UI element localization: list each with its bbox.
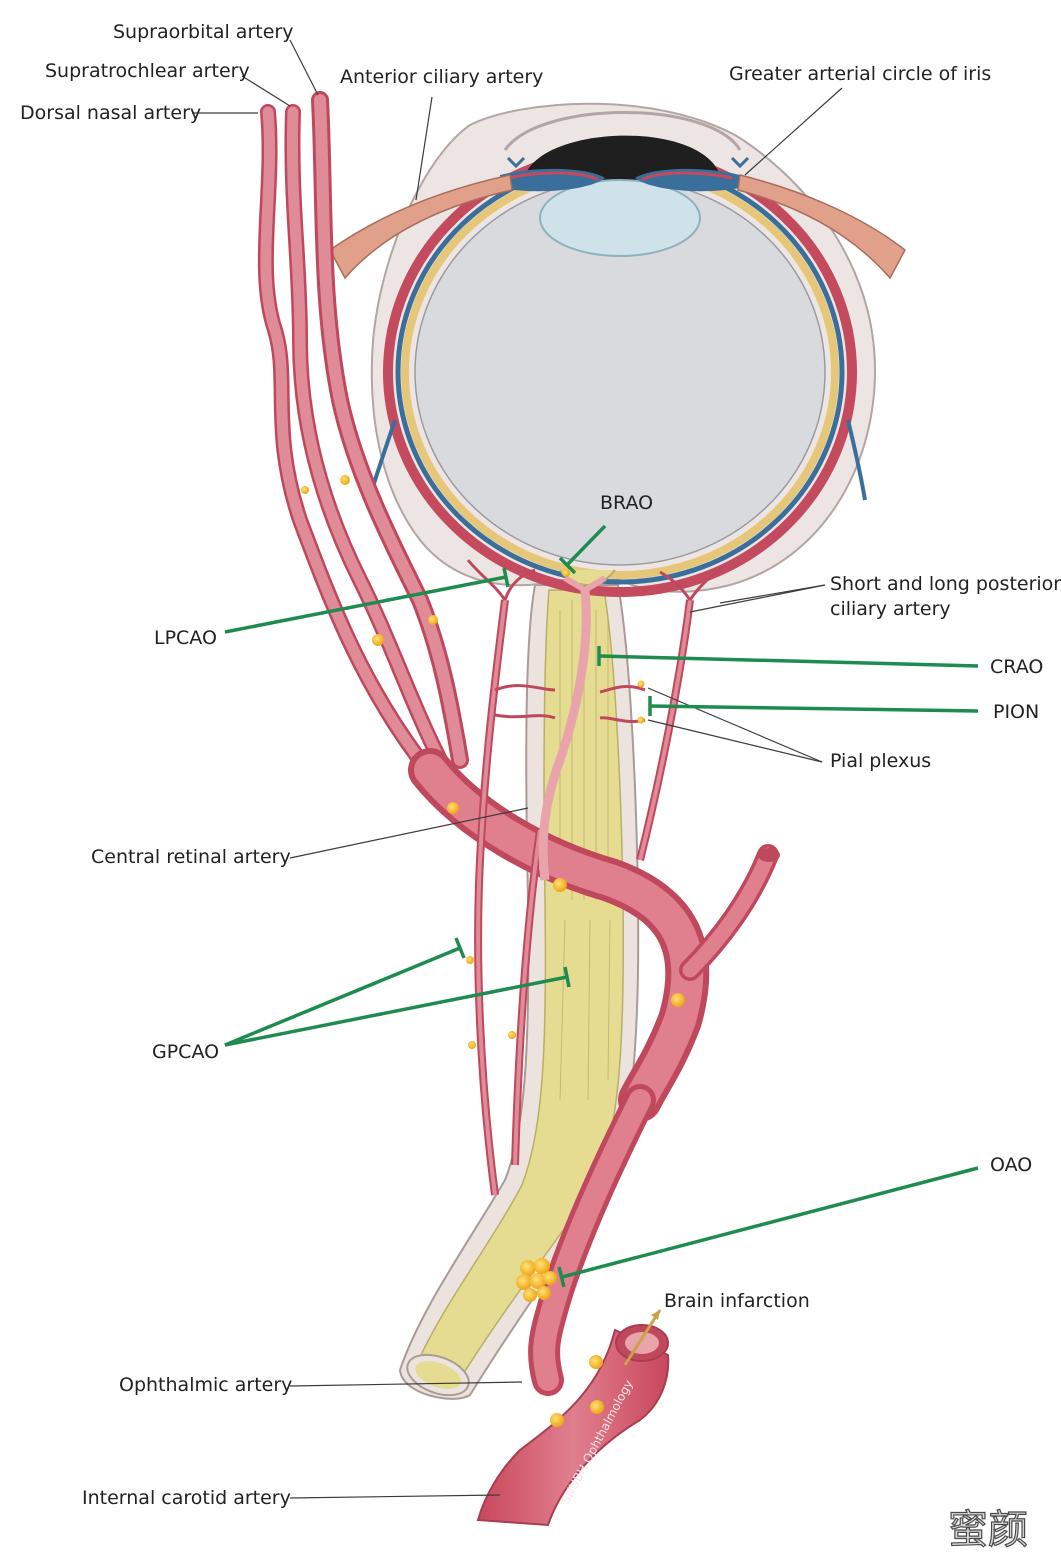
internal-carotid-artery	[476, 1324, 670, 1527]
embolus	[637, 680, 645, 688]
label-crao: CRAO	[990, 656, 1043, 678]
occlusion-lines	[224, 524, 979, 1288]
embolus	[428, 615, 438, 625]
label-posterior-ciliary-line1: Short and long posterior	[830, 573, 1061, 595]
label-internal-carotid-artery: Internal carotid artery	[82, 1487, 291, 1509]
label-posterior-ciliary-line2: ciliary artery	[830, 598, 951, 620]
label-central-retinal-artery: Central retinal artery	[91, 846, 291, 868]
emboli	[301, 475, 685, 1427]
label-pion: PION	[993, 701, 1039, 723]
embolus	[562, 569, 570, 577]
embolus	[671, 993, 685, 1007]
embolus	[589, 1355, 603, 1369]
embolus-cluster-oao	[516, 1258, 557, 1302]
arterial-circle-marker-right	[730, 156, 750, 169]
eyeball	[370, 102, 877, 597]
label-lpcao: LPCAO	[154, 627, 217, 649]
embolus	[301, 486, 309, 494]
embolus	[553, 878, 567, 892]
label-supratrochlear-artery: Supratrochlear artery	[45, 60, 250, 82]
arterial-circle-marker-left	[506, 156, 526, 169]
label-anterior-ciliary-artery: Anterior ciliary artery	[340, 66, 543, 88]
embolus	[637, 716, 645, 724]
leader-lines	[192, 39, 843, 1499]
label-greater-arterial-circle: Greater arterial circle of iris	[729, 63, 991, 85]
label-pial-plexus: Pial plexus	[830, 750, 931, 772]
embolus	[447, 802, 459, 814]
label-supraorbital-artery: Supraorbital artery	[113, 21, 293, 43]
embolus	[590, 1400, 604, 1414]
embolus	[466, 956, 474, 964]
embolus	[468, 1041, 476, 1049]
label-oao: OAO	[990, 1154, 1032, 1176]
label-gpcao: GPCAO	[152, 1041, 219, 1063]
label-ophthalmic-artery: Ophthalmic artery	[119, 1374, 292, 1396]
facial-arteries	[257, 91, 780, 1396]
brain-infarction-arrow	[623, 1309, 662, 1366]
label-dorsal-nasal-artery: Dorsal nasal artery	[20, 102, 201, 124]
embolus	[508, 1031, 516, 1039]
watermark: 蜜颜	[948, 1507, 1028, 1553]
extraocular-muscle-right	[737, 174, 906, 280]
label-brao: BRAO	[600, 492, 653, 514]
label-brain-infarction: Brain infarction	[664, 1290, 810, 1312]
embolus	[550, 1413, 564, 1427]
central-retinal-artery	[538, 589, 591, 881]
embolus	[372, 634, 384, 646]
extraocular-muscle-left	[329, 174, 513, 280]
vortex-vein-right	[846, 419, 867, 501]
embolus	[340, 475, 350, 485]
